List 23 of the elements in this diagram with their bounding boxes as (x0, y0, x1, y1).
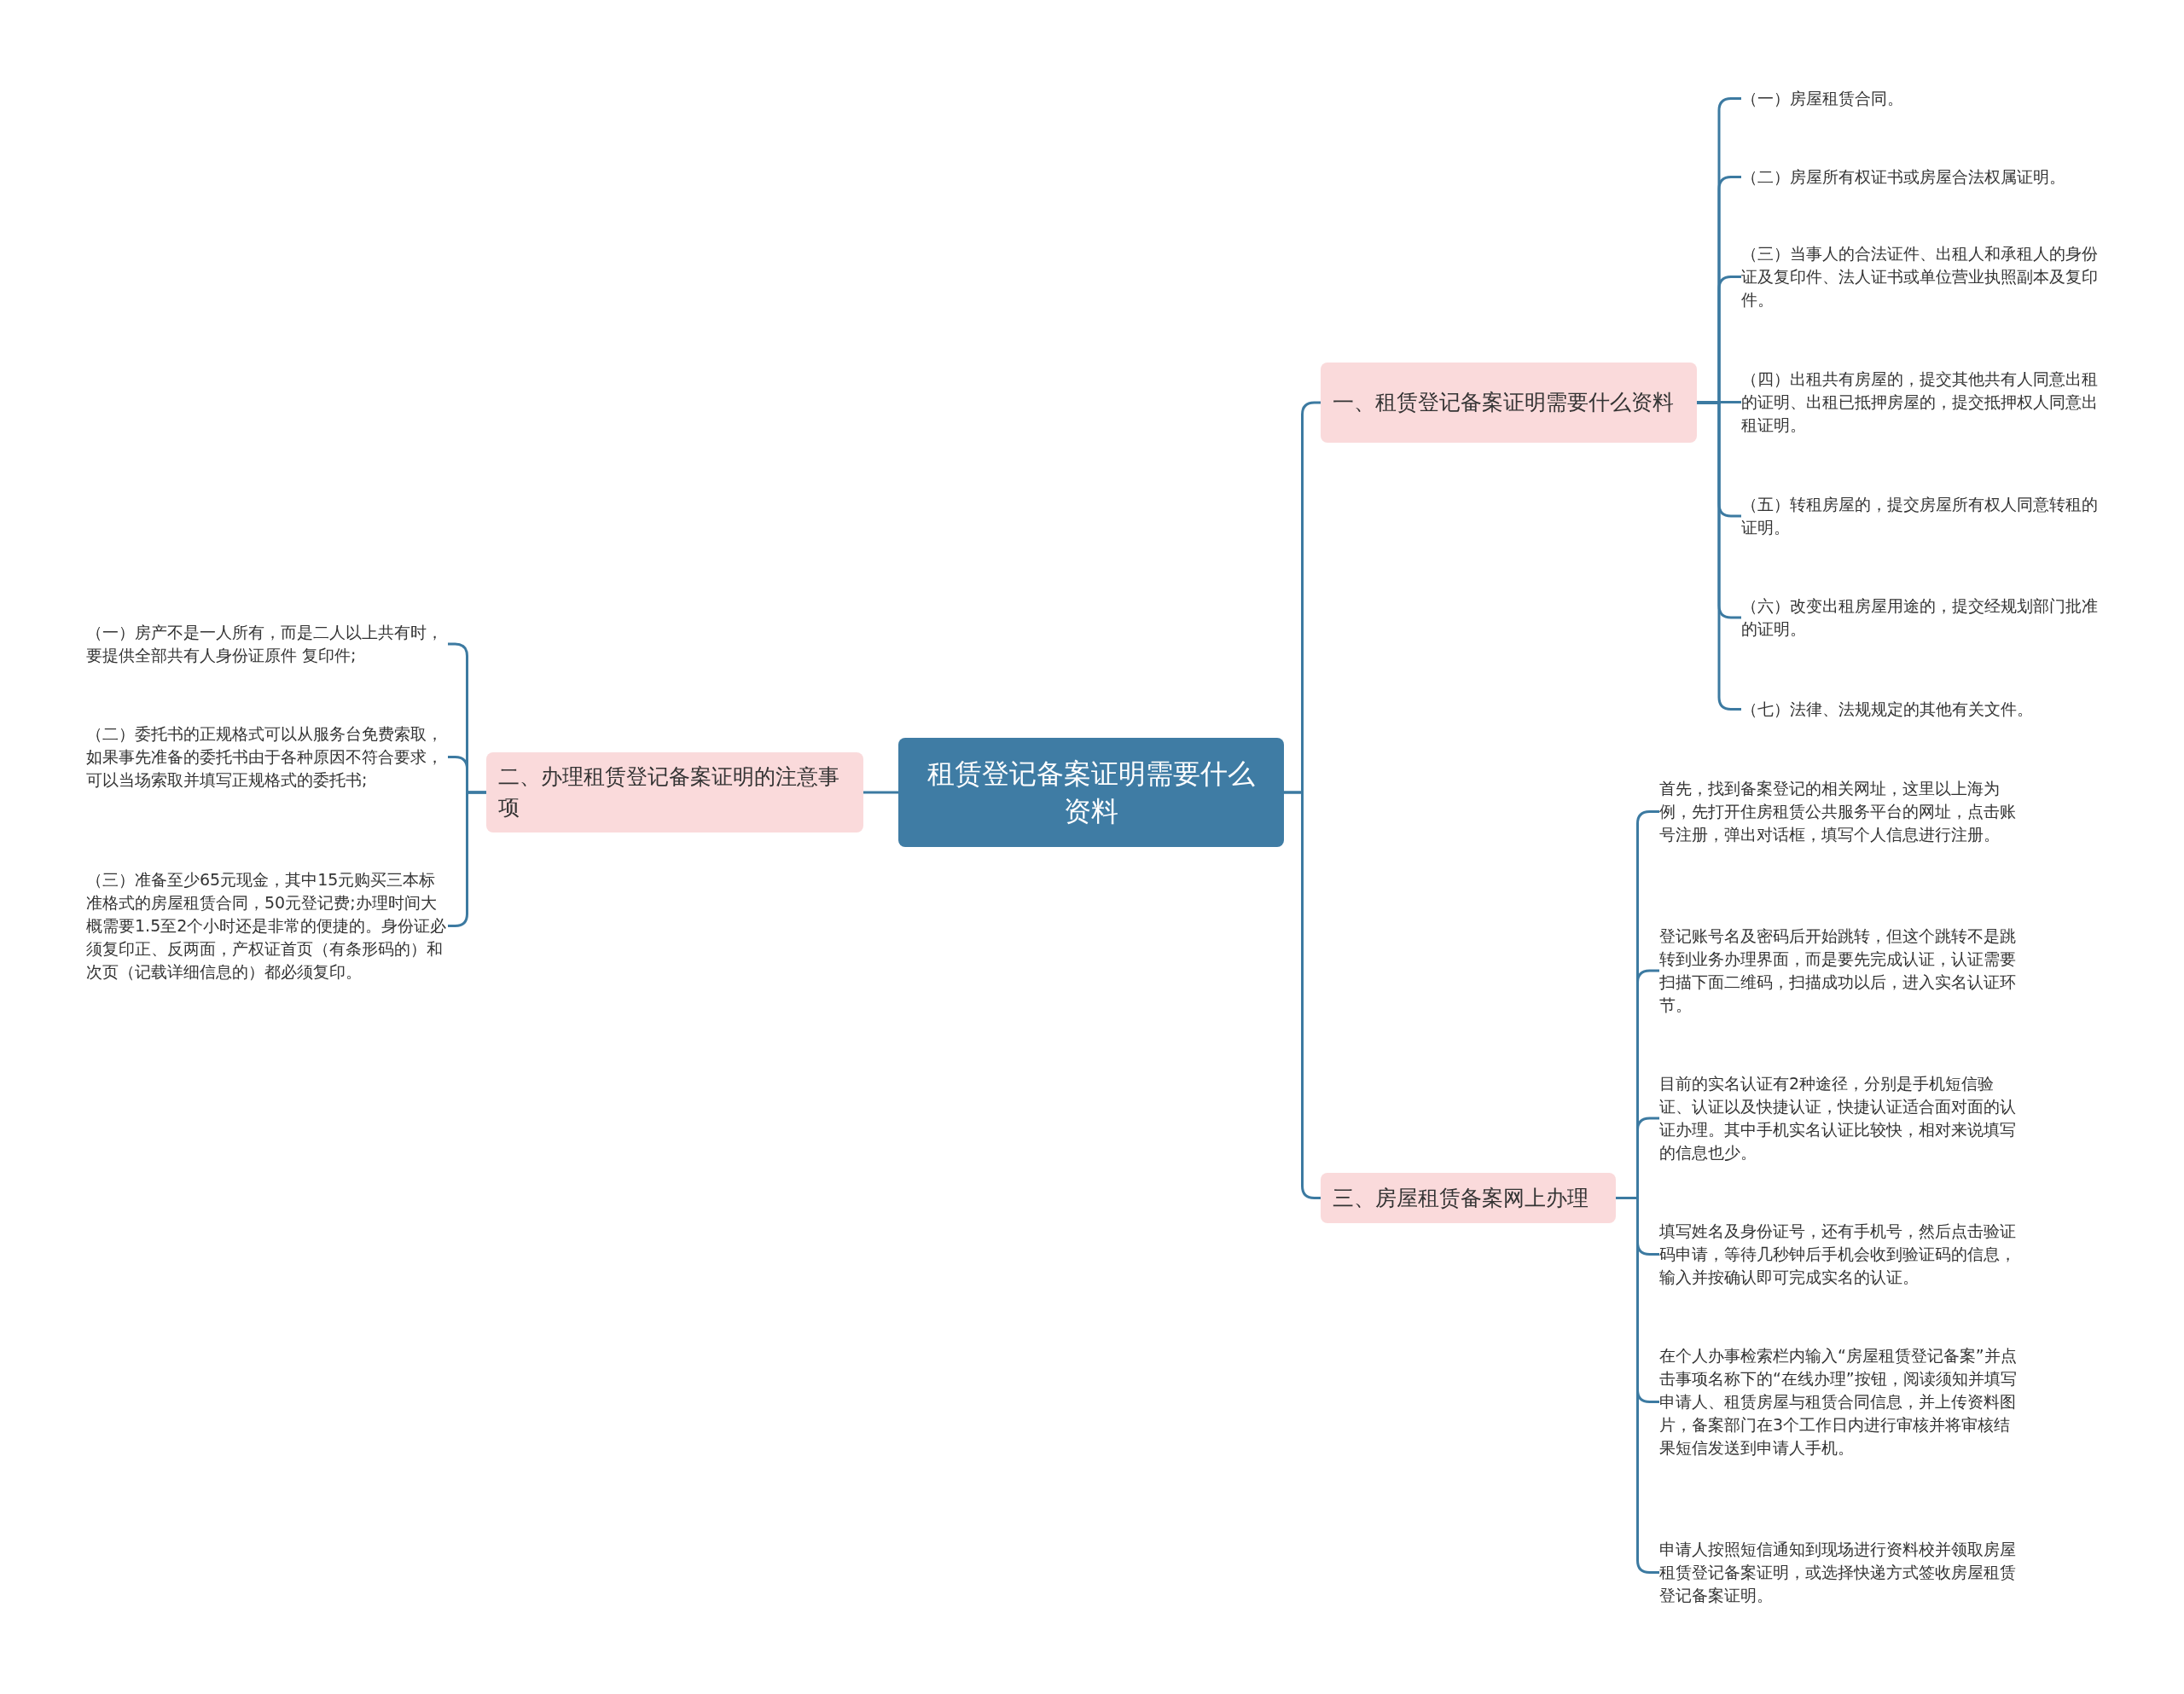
note-text: （三）当事人的合法证件、出租人和承租人的身份证及复印件、法人证书或单位营业执照副本及复印件。 (1741, 242, 2104, 311)
note-text: （一）房屋租赁合同。 (1741, 87, 2117, 110)
note-text: 目前的实名认证有2种途径，分别是手机短信验证、认证以及快捷认证，快捷认证适合面对面的认证办理。其中手机实名认证比较快，相对来说填写的信息也少。 (1659, 1072, 2019, 1164)
note-text: （六）改变出租房屋用途的，提交经规划部门批准的证明。 (1741, 595, 2104, 641)
note-text: 申请人按照短信通知到现场进行资料校并领取房屋租赁登记备案证明，或选择快递方式签收房屋租赁登记备案证明。 (1659, 1538, 2019, 1607)
connector-line (863, 791, 898, 794)
topic-box: 二、办理租赁登记备案证明的注意事项 (486, 752, 863, 832)
note-text: （七）法律、法规规定的其他有关文件。 (1741, 698, 2117, 721)
note-text: （一）房产不是一人所有，而是二人以上共有时，要提供全部共有人身份证原件 复印件; (86, 621, 448, 667)
central-topic-box: 租赁登记备案证明需要什么资料 (898, 738, 1284, 847)
note-text: （四）出租共有房屋的，提交其他共有人同意出租的证明、出租已抵押房屋的，提交抵押权人同意出租证明。 (1741, 368, 2104, 437)
note-text: （二）房屋所有权证书或房屋合法权属证明。 (1741, 165, 2117, 189)
note-text: 在个人办事检索栏内输入“房屋租赁登记备案”并点击事项名称下的“在线办理”按钮，阅读须知并填写申请人、租赁房屋与租赁合同信息，并上传资料图片，备案部门在3个工作日内进行审核并将审核结果短信发送到申请人手机。 (1659, 1344, 2019, 1459)
note-text: （五）转租房屋的，提交房屋所有权人同意转租的证明。 (1741, 493, 2104, 539)
note-text: 填写姓名及身份证号，还有手机号，然后点击验证码申请，等待几秒钟后手机会收到验证码的信息，输入并按确认即可完成实名的认证。 (1659, 1220, 2019, 1289)
topic-box: 三、房屋租赁备案网上办理 (1321, 1173, 1616, 1223)
connector-line (1284, 791, 1321, 1199)
connector-line (1616, 1197, 1659, 1574)
topic-box: 一、租赁登记备案证明需要什么资料 (1321, 363, 1697, 443)
note-text: （二）委托书的正规格式可以从服务台免费索取，如果事先准备的委托书由于各种原因不符合要求，可以当场索取并填写正规格式的委托书; (86, 722, 448, 792)
note-text: 登记账号名及密码后开始跳转，但这个跳转不是跳转到业务办理界面，而是要先完成认证，认证需要扫描下面二维码，扫描成功以后，进入实名认证环节。 (1659, 925, 2019, 1017)
note-text: （三）准备至少65元现金，其中15元购买三本标准格式的房屋租赁合同，50元登记费;办理时间大概需要1.5至2个小时还是非常的便捷的。身份证必须复印正、反两面，产权证首页（有条形码的）和次页（记载详细信息的）都必须复印。 (86, 868, 448, 983)
note-text: 首先，找到备案登记的相关网址，这里以上海为例，先打开住房租赁公共服务平台的网址，点击账号注册，弹出对话框，填写个人信息进行注册。 (1659, 777, 2019, 846)
